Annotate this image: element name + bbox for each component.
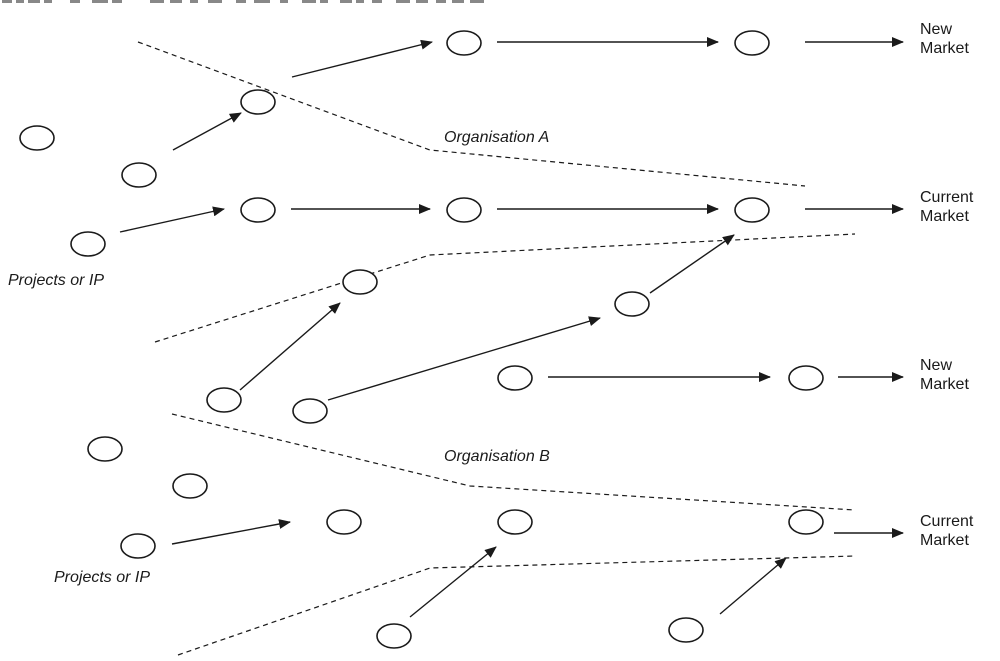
arrow-b-bottom-up-2 [719,557,787,615]
arrow-b-bottom-up-1 [409,546,497,618]
arrow-b-up-to-a [239,302,341,391]
org-b-lower-boundary [177,555,856,656]
arrow-b-long-diag [327,316,601,401]
arrow-b-up-to-a-current [649,234,735,294]
project-node [19,125,55,151]
cropped-header-remnant [2,0,484,3]
project-node [342,269,378,295]
organisation-a-label: Organisation A [444,129,549,146]
flow-arrows [119,37,904,618]
org-b-upper-boundary [171,413,856,511]
project-node [120,533,156,559]
project-node [292,398,328,424]
project-node [172,473,208,499]
project-node [734,197,770,223]
arrow-b-project-entry [171,519,291,545]
project-node [87,436,123,462]
projects-label-b: Projects or IP [54,569,150,586]
project-node [206,387,242,413]
organisation-b-boundary [171,413,856,656]
project-node [121,162,157,188]
project-nodes [19,30,824,649]
projects-label-a: Projects or IP [8,272,104,289]
project-node [326,509,362,535]
project-node [446,30,482,56]
organisation-b-label: Organisation B [444,448,550,465]
org-a-lower-boundary [154,233,856,343]
arrow-a-project-entry [119,206,225,233]
project-node [497,365,533,391]
project-node [446,197,482,223]
project-node [497,509,533,535]
project-node [788,365,824,391]
project-node [376,623,412,649]
project-node [788,509,824,535]
arrow-a-diag-up [172,112,242,151]
project-node [668,617,704,643]
org-a-upper-boundary [137,41,806,187]
arrow-a-top-entry [291,39,433,78]
project-node [240,89,276,115]
project-node [734,30,770,56]
project-node [614,291,650,317]
project-node [240,197,276,223]
project-node [70,231,106,257]
organisation-a-boundary [137,41,856,343]
